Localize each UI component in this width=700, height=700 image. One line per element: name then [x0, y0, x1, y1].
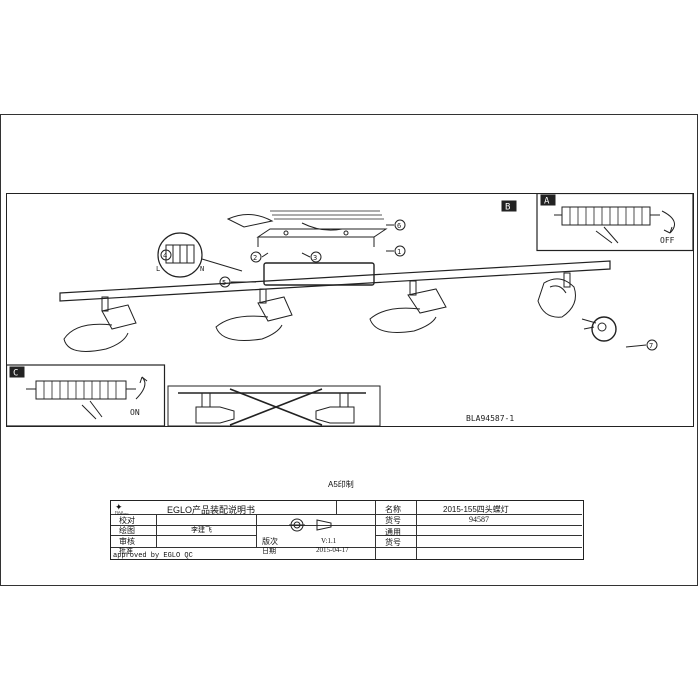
- inset-a-terminal-block: [561, 206, 651, 226]
- step-4: 4: [163, 252, 167, 260]
- panel-b-label-box: [501, 200, 517, 212]
- spotlight-4: [537, 272, 576, 318]
- inset-c-screwdriver: [81, 400, 103, 420]
- version-value: V:1.1: [321, 537, 337, 545]
- inset-c-terminal-block: [35, 380, 127, 400]
- inset-c-on-label: ON: [130, 408, 140, 417]
- projection-symbol: [289, 518, 332, 532]
- item-no-label: 货号: [385, 516, 401, 525]
- inset-a-off-label: OFF: [660, 236, 675, 245]
- step-7: 7: [649, 342, 653, 350]
- wire-bundle: [301, 222, 343, 231]
- general-label-2: 货号: [385, 538, 401, 547]
- version-label: 版次: [262, 537, 278, 546]
- inset-a-panel: A OFF: [536, 193, 694, 252]
- bulb-detail: [581, 316, 617, 342]
- approved-by: approved by EGLO QC: [113, 552, 193, 560]
- logo-text-2: LIGHTING: [115, 512, 130, 516]
- cross-line-2: [229, 388, 323, 426]
- logo-text-1: EGLO: [115, 510, 123, 514]
- inset-c-label: C: [13, 369, 18, 379]
- name-label: 名称: [385, 505, 401, 514]
- date-value: 2015-04-17: [316, 546, 349, 554]
- inset-a-screwdriver: [595, 226, 619, 244]
- terminal-l-label: L: [156, 265, 160, 273]
- light-bar: [59, 260, 611, 302]
- step-6: 6: [397, 222, 401, 230]
- terminal-n-label: N: [200, 265, 204, 273]
- panel-b-label: B: [505, 203, 510, 213]
- item-no-value: 94587: [469, 515, 489, 524]
- review-label: 审核: [119, 537, 135, 546]
- drawing-label: 绘图: [119, 526, 135, 535]
- model-code: BLA94587-1: [466, 414, 514, 423]
- step-2: 2: [253, 254, 257, 262]
- step-3: 3: [313, 254, 317, 262]
- brand-title: EGLO产品装配说明书: [167, 505, 256, 515]
- inset-a-label: A: [544, 197, 550, 207]
- assembly-drawing: B A OFF C: [6, 193, 694, 427]
- general-label: 通用: [385, 528, 401, 537]
- step-callouts: 6 1 2 3 4 5 7: [160, 219, 658, 351]
- drawing-sheet-frame: [0, 114, 698, 586]
- eglo-logo: ✦: [115, 502, 123, 512]
- drawing-frame: [6, 193, 694, 427]
- drawing-value: 李建飞: [191, 526, 212, 534]
- spotlight-3: [369, 280, 447, 333]
- approve-label: 批准: [119, 547, 133, 555]
- print-note: A5印制: [328, 480, 354, 489]
- proof-label: 校对: [119, 516, 135, 525]
- date-label: 日期: [262, 547, 276, 555]
- terminal-detail: L N: [156, 232, 243, 278]
- ceiling-plug-icon: [226, 214, 274, 228]
- canopy-box: [263, 262, 375, 286]
- wrong-mounting-panel: [167, 385, 381, 427]
- name-value: 2015-155四头蝶灯: [443, 505, 509, 514]
- spotlight-1: [63, 296, 137, 352]
- ceiling-bracket: [226, 210, 388, 247]
- inset-a-rotate-arrow: [661, 210, 675, 234]
- step-1: 1: [397, 248, 401, 256]
- spotlight-2: [215, 288, 293, 341]
- inset-c-panel: C ON: [6, 364, 166, 427]
- title-block: ✦ EGLO LIGHTING EGLO产品装配说明书 名称 2015-155四…: [110, 500, 584, 560]
